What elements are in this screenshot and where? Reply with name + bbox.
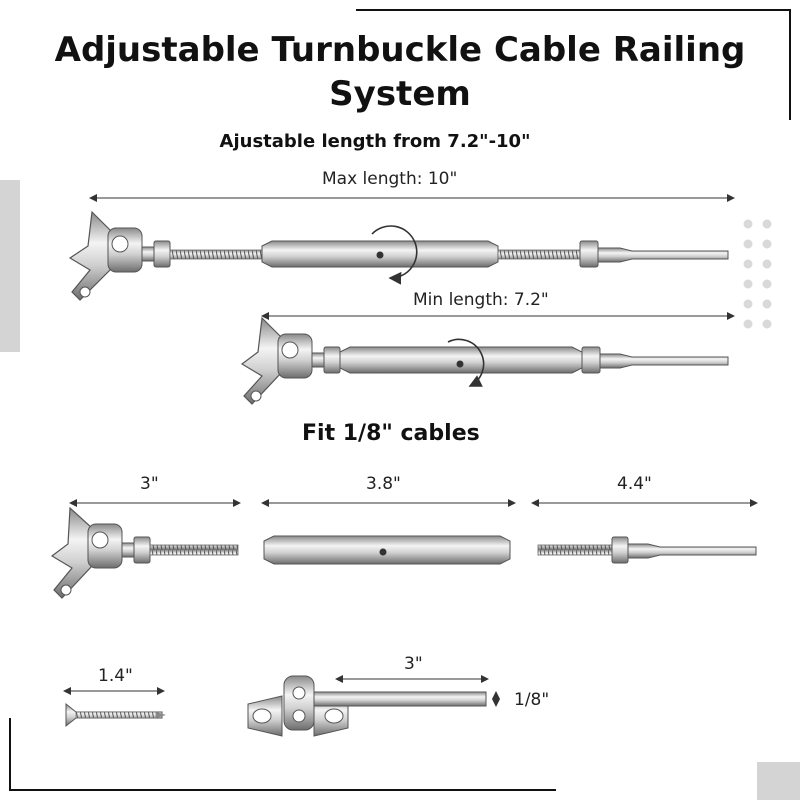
min-length-label: Min length: 7.2" <box>413 290 549 310</box>
screw-part <box>65 702 166 728</box>
dot-grid <box>743 219 772 329</box>
hex-nut-icon <box>153 240 171 268</box>
left-gray-bar <box>0 180 20 352</box>
toggle-jaw-stud-part <box>50 506 239 599</box>
deck-toggle-length-label: 3" <box>404 654 423 674</box>
body-length-label: 3.8" <box>366 474 401 494</box>
toggle-jaw-icon <box>240 316 313 405</box>
screw-length-label: 1.4" <box>98 666 133 686</box>
turnbuckle-min-assembly <box>240 316 729 405</box>
page-title: Adjustable Turnbuckle Cable Railing Syst… <box>54 30 746 114</box>
bottom-right-gray-block <box>757 762 800 800</box>
toggle-jaw-icon <box>68 210 143 301</box>
top-right-frame-line <box>356 9 791 120</box>
rotate-arrow-icon <box>447 338 485 387</box>
deck-toggle-part <box>247 675 487 737</box>
max-length-label: Max length: 10" <box>322 169 458 189</box>
swage-stud-length-label: 4.4" <box>617 474 652 494</box>
bottom-left-frame-line <box>9 718 556 791</box>
turnbuckle-body-part <box>263 535 511 565</box>
rotate-arrow-icon <box>371 225 418 285</box>
turnbuckle-max-assembly <box>68 210 729 301</box>
fit-cables-label: Fit 1/8" cables <box>302 421 480 446</box>
cable-diameter-label: 1/8" <box>514 690 550 710</box>
toggle-jaw-length-label: 3" <box>140 474 159 494</box>
adjustable-length-subtitle: Ajustable length from 7.2"-10" <box>219 131 531 152</box>
swage-stud-part <box>537 536 757 564</box>
